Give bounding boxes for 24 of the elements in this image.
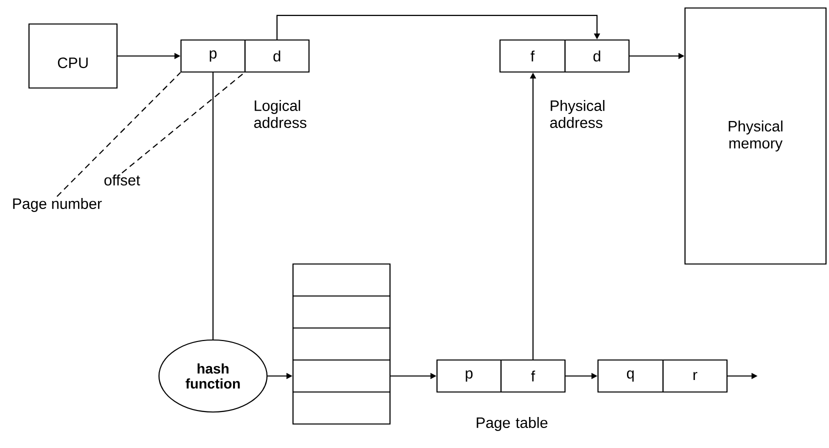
address-cell: d [564,39,630,73]
memory-box: Physical memory [684,7,827,265]
table-row [292,295,391,329]
leader-line [122,72,245,174]
entry-cell: r [662,359,728,393]
address-cell: d [244,39,310,73]
cpu-box: CPU [28,23,118,89]
entry-cell: q [597,359,664,393]
table-caption: Page table [476,417,548,431]
table-row [292,391,391,425]
leader-text: offset [104,174,140,186]
connector-line [212,72,214,340]
leader-text: Page number [13,198,102,212]
address-label: Physical address [550,100,604,128]
address-label: Logical address [254,100,306,128]
table-row [292,327,391,361]
arrow [276,14,600,40]
address-cell: p [180,39,246,73]
address-cell: f [499,39,566,73]
entry-cell: f [500,359,566,393]
leader-line [56,72,181,197]
table-row [292,359,391,393]
table-row [292,263,391,297]
entry-cell: p [436,359,502,393]
